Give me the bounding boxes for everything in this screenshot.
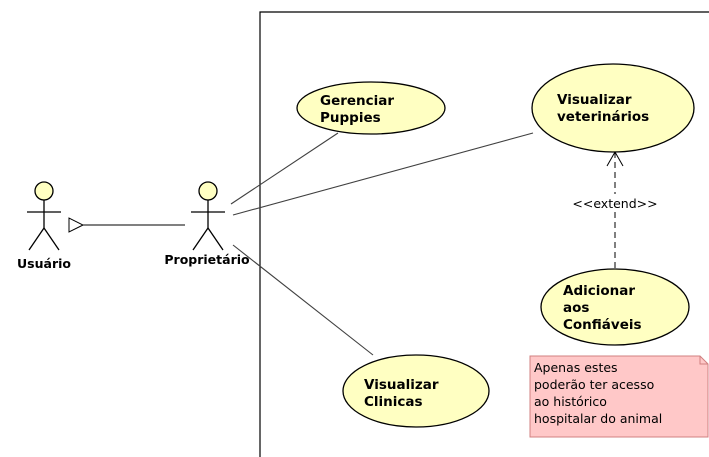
actor-usuario-label: Usuário — [17, 256, 71, 271]
use-case-visualizar-clinicas-line2: Clinicas — [364, 394, 423, 410]
note-line4: hospitalar do animal — [534, 411, 662, 426]
actor-proprietario[interactable]: Proprietário — [164, 181, 250, 267]
use-case-visualizar-clinicas[interactable]: Visualizar Clinicas — [342, 354, 490, 428]
association-visualizar-clinicas — [232, 244, 374, 356]
use-case-visualizar-veterinarios-line2: veterinários — [557, 109, 649, 125]
note-line3: ao histórico — [534, 394, 607, 409]
note-line2: poderão ter acesso — [534, 377, 654, 392]
use-case-gerenciar-puppies-line2: Puppies — [320, 110, 381, 126]
actor-usuario[interactable]: Usuário — [17, 181, 71, 271]
use-case-visualizar-veterinarios-line1: Visualizar — [557, 92, 632, 108]
use-case-adicionar-confiaveis-line2: aos — [563, 300, 589, 316]
actor-proprietario-head — [198, 181, 218, 201]
system-boundary — [259, 11, 709, 457]
use-case-gerenciar-puppies[interactable]: Gerenciar Puppies — [296, 81, 446, 135]
extend-label-bg — [560, 194, 670, 212]
use-case-adicionar-confiaveis-line1: Adicionar — [563, 283, 635, 299]
use-case-adicionar-confiaveis[interactable]: Adicionar aos Confiáveis — [540, 268, 690, 346]
use-case-gerenciar-puppies-line1: Gerenciar — [320, 93, 394, 109]
note-body — [529, 355, 709, 438]
actor-proprietario-label: Proprietário — [164, 252, 250, 267]
association-gerenciar-puppies — [230, 132, 339, 205]
note-line1: Apenas estes — [534, 360, 618, 375]
note[interactable]: Apenas estes poderão ter acesso ao histó… — [529, 355, 709, 438]
actor-usuario-head — [34, 181, 54, 201]
use-case-visualizar-clinicas-line1: Visualizar — [364, 377, 439, 393]
use-case-visualizar-veterinarios[interactable]: Visualizar veterinários — [531, 63, 695, 153]
association-visualizar-veterinarios — [232, 132, 534, 216]
extend-label: <<extend>> — [572, 196, 657, 211]
note-fold — [699, 356, 708, 365]
use-case-adicionar-confiaveis-line3: Confiáveis — [563, 317, 642, 333]
